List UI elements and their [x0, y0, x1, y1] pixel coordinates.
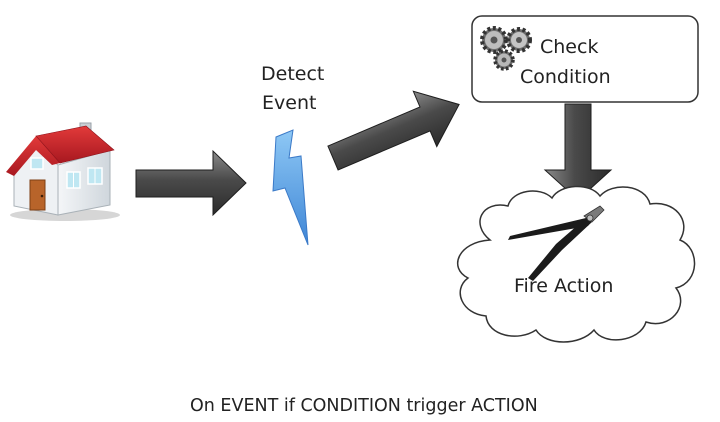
fire-action-label: Fire Action [514, 275, 613, 297]
gears-icon [480, 26, 532, 71]
pliers-icon [508, 205, 605, 281]
arrow-condition-to-action [543, 103, 613, 201]
arrow-event-to-condition [327, 90, 460, 171]
house-icon [6, 122, 120, 221]
check-condition-label-line1: Check [540, 36, 598, 58]
arrow-house-to-event [135, 149, 247, 217]
diagram-caption: On EVENT if CONDITION trigger ACTION [190, 396, 538, 416]
lightning-bolt-icon [272, 129, 309, 246]
check-condition-label-line2: Condition [520, 66, 611, 88]
fire-action-cloud [457, 185, 696, 343]
detect-event-label-line2: Event [262, 92, 316, 114]
detect-event-label-line1: Detect [261, 63, 324, 85]
